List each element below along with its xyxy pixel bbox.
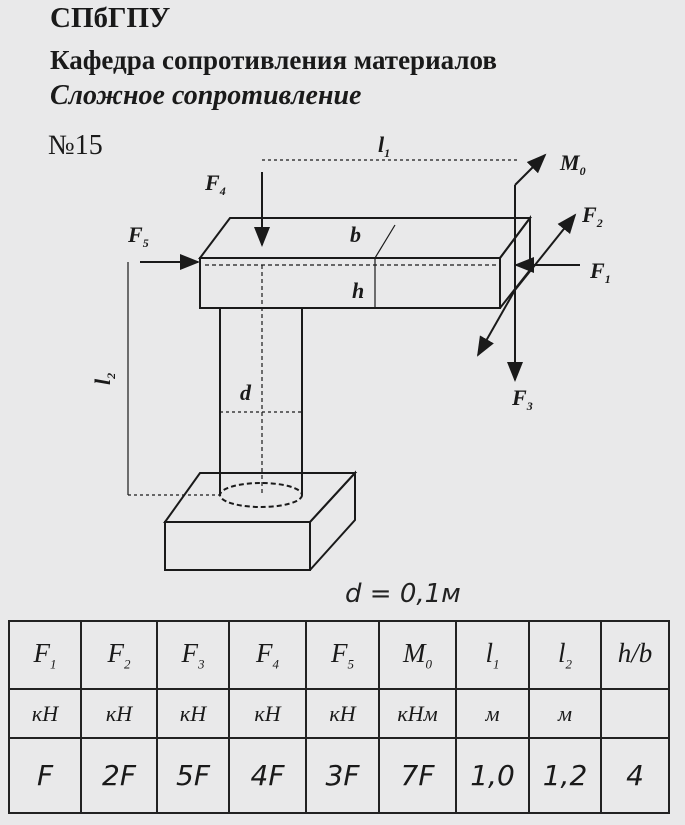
param-symbol: F bbox=[256, 637, 273, 668]
value-cell: 3F bbox=[305, 737, 380, 814]
unit-cell: кН bbox=[228, 688, 307, 739]
beam bbox=[198, 215, 532, 309]
topic-title: Сложное сопротивление bbox=[50, 80, 362, 111]
label-f3: F3 bbox=[511, 385, 533, 413]
header-cell: F2 bbox=[80, 620, 158, 690]
label-l2: l2 bbox=[90, 373, 118, 385]
header-cell: M0 bbox=[378, 620, 457, 690]
param-symbol: h/b bbox=[617, 637, 653, 668]
label-h: h bbox=[352, 278, 364, 303]
value-cell: 1,2 bbox=[528, 737, 602, 814]
label-l1: l1 bbox=[378, 132, 390, 160]
unit-cell: кНм bbox=[378, 688, 457, 739]
diameter-note: d = 0,1м bbox=[345, 579, 461, 609]
header-cell: F1 bbox=[8, 620, 82, 690]
institution-title: СПбГПУ bbox=[50, 2, 171, 34]
param-subscript: 4 bbox=[272, 656, 280, 672]
label-f5: F5 bbox=[127, 222, 149, 250]
unit-cell: кН bbox=[305, 688, 380, 739]
label-f1: F1 bbox=[589, 258, 611, 286]
header-cell: l2 bbox=[528, 620, 602, 690]
unit-cell: кН bbox=[156, 688, 230, 739]
param-subscript: 0 bbox=[425, 656, 433, 672]
param-subscript: 2 bbox=[124, 656, 131, 672]
value-cell: 1,0 bbox=[455, 737, 530, 814]
header-cell: F5 bbox=[305, 620, 380, 690]
param-symbol: F bbox=[33, 637, 51, 668]
label-f4: F4 bbox=[204, 170, 226, 198]
header-cell: F4 bbox=[228, 620, 307, 690]
value-cell: 2F bbox=[80, 737, 158, 814]
param-symbol: F bbox=[331, 637, 348, 668]
value-cell: 4F bbox=[228, 737, 307, 814]
base-block bbox=[163, 470, 358, 571]
unit-cell: м bbox=[455, 688, 530, 739]
department-title: Кафедра сопротивления материалов bbox=[50, 45, 497, 75]
value-cell: 7F bbox=[378, 737, 457, 814]
moment-m0-arrow bbox=[514, 153, 547, 186]
param-subscript: 1 bbox=[493, 656, 500, 672]
param-subscript: 5 bbox=[347, 656, 355, 672]
header-cell: h/b bbox=[600, 620, 670, 690]
value-cell: 4 bbox=[600, 737, 670, 814]
variant-number: №15 bbox=[48, 130, 103, 161]
unit-cell bbox=[600, 688, 670, 739]
param-symbol: M bbox=[403, 637, 426, 668]
param-subscript: 3 bbox=[198, 656, 205, 672]
force-f2-arrow bbox=[514, 213, 577, 291]
unit-cell: кН bbox=[80, 688, 158, 739]
param-symbol: l bbox=[557, 637, 566, 668]
value-cell: F bbox=[8, 737, 82, 814]
param-symbol: F bbox=[107, 637, 125, 668]
column bbox=[219, 265, 303, 508]
label-d: d bbox=[240, 380, 252, 405]
param-subscript: 2 bbox=[565, 656, 573, 672]
label-f2: F2 bbox=[581, 202, 603, 230]
param-subscript: 1 bbox=[50, 656, 57, 672]
unit-cell: м bbox=[528, 688, 602, 739]
structure-diagram: F4 F5 F1 F2 F3 M0 l1 l2 b h d d = 0,1м bbox=[90, 132, 611, 609]
label-b: b bbox=[350, 222, 361, 247]
label-m0: M0 bbox=[559, 150, 586, 178]
unit-cell: кН bbox=[8, 688, 82, 739]
param-symbol: F bbox=[181, 637, 199, 668]
header-cell: l1 bbox=[455, 620, 530, 690]
value-cell: 5F bbox=[156, 737, 230, 814]
force-f2-tail bbox=[477, 289, 516, 357]
param-symbol: l bbox=[485, 637, 493, 668]
header-cell: F3 bbox=[156, 620, 230, 690]
